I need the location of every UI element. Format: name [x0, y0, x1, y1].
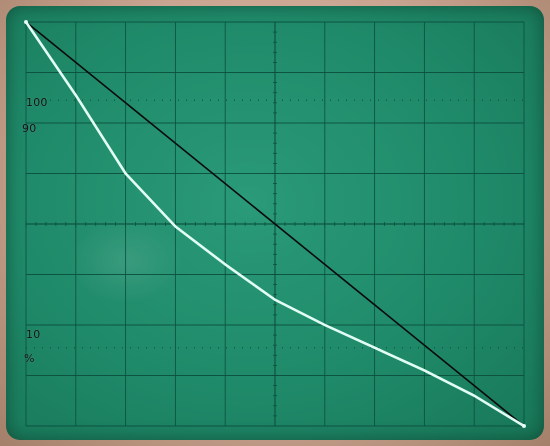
graticule-label-100: 100: [26, 96, 48, 109]
trace-reference-line: [25, 21, 525, 427]
trace-start-point: [24, 20, 28, 24]
trace-primary-curve: [24, 20, 526, 428]
oscilloscope-graticule-and-traces: [24, 20, 526, 428]
graticule-label-10: 10: [26, 328, 41, 341]
graticule-label-percent: %: [24, 352, 35, 365]
graticule-label-90: 90: [22, 122, 37, 135]
graticule-dotted-lines: [26, 99, 524, 349]
trace-end-point: [522, 424, 526, 428]
traces-layer: [24, 20, 526, 428]
oscilloscope-screen: 100 90 10 %: [6, 6, 544, 440]
